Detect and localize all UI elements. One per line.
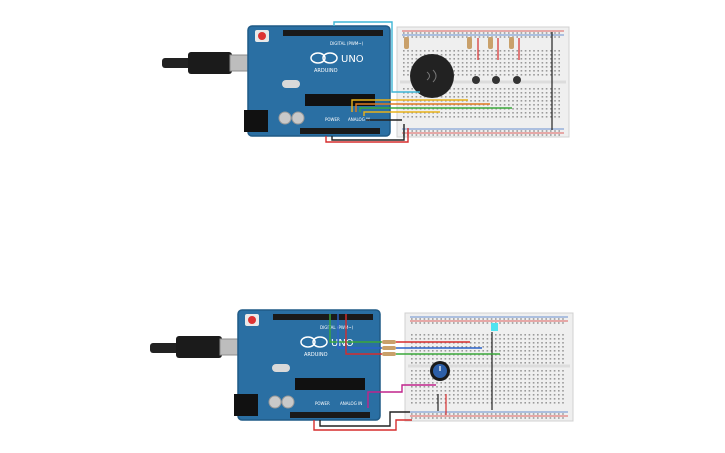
analog-label-2: ANALOG IN <box>340 401 362 406</box>
resistor[interactable] <box>382 352 396 356</box>
power-label-1: POWER <box>325 117 340 122</box>
led[interactable] <box>491 323 498 331</box>
breadboard-2[interactable] <box>404 312 574 422</box>
digital-label-2: DIGITAL (PWM~) <box>320 325 354 330</box>
resistor[interactable] <box>467 37 472 49</box>
arduino-logo-1 <box>310 52 338 64</box>
arduino-board-1[interactable]: ARDUINO UNO DIGITAL (PWM~) POWER ANALOG … <box>244 25 391 137</box>
digital-label-1: DIGITAL (PWM~) <box>330 41 364 46</box>
circuit-1: ARDUINO UNO DIGITAL (PWM~) POWER ANALOG … <box>162 21 570 143</box>
resistor[interactable] <box>382 340 396 344</box>
power-label-2: POWER <box>315 401 330 406</box>
resistor[interactable] <box>488 37 493 49</box>
model-label-1: UNO <box>341 54 364 65</box>
usb-cable-1 <box>162 52 261 74</box>
resistor[interactable] <box>404 37 409 49</box>
brand-label-1: ARDUINO <box>314 68 338 74</box>
pushbutton[interactable] <box>492 76 500 84</box>
resistor[interactable] <box>382 346 396 350</box>
breadboard-1[interactable] <box>396 26 570 138</box>
circuit-2: ARDUINO UNO DIGITAL (PWM~) POWER ANALOG … <box>150 309 574 431</box>
arduino-board-2[interactable]: ARDUINO UNO DIGITAL (PWM~) POWER ANALOG … <box>234 309 381 421</box>
brand-label-2: ARDUINO <box>304 352 328 358</box>
model-label-2: UNO <box>331 338 354 349</box>
resistor[interactable] <box>509 37 514 49</box>
arduino-logo-2 <box>300 336 328 348</box>
analog-label-1: ANALOG IN <box>348 117 370 122</box>
wires-2 <box>313 314 500 431</box>
piezo-buzzer[interactable] <box>410 54 454 98</box>
pushbutton[interactable] <box>472 76 480 84</box>
wires-1 <box>325 21 512 143</box>
usb-cable-2 <box>150 336 253 358</box>
potentiometer[interactable] <box>430 361 450 381</box>
pushbutton[interactable] <box>513 76 521 84</box>
